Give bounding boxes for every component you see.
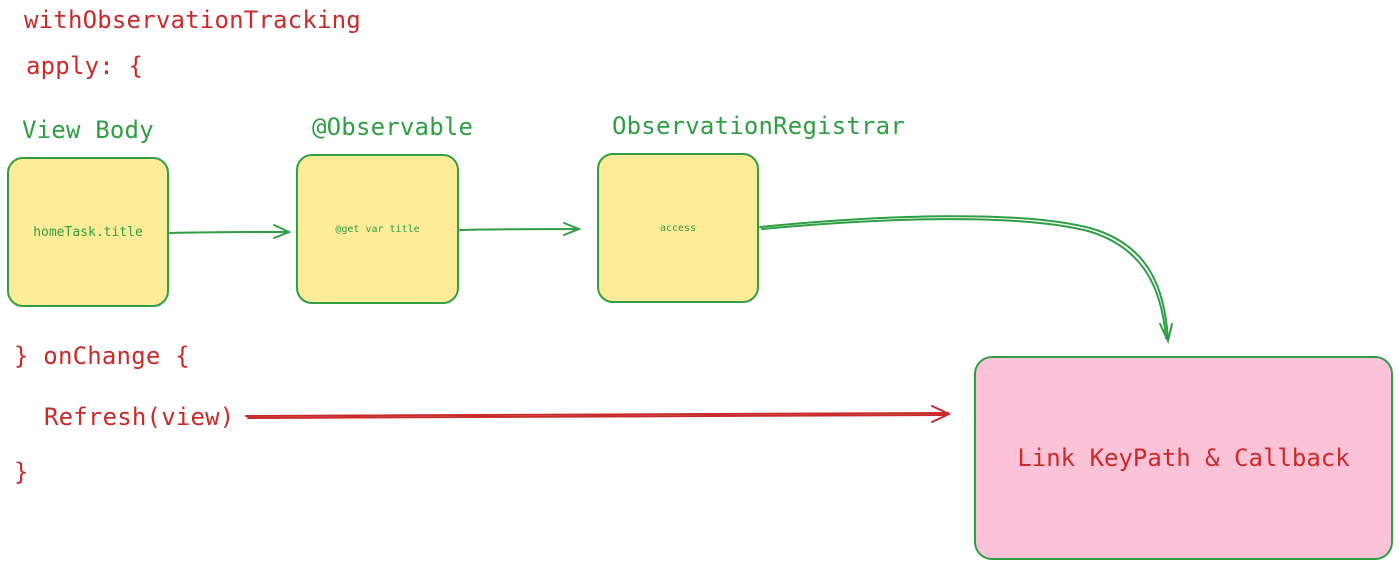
code-line-refresh-view: Refresh(view)	[44, 403, 235, 431]
observation-registrar-title: ObservationRegistrar	[612, 112, 905, 140]
code-line-on-change: } onChange {	[14, 342, 190, 370]
observable-box-label: @get var title	[335, 223, 420, 235]
observable-box: @get var title	[296, 154, 459, 304]
view-body-box: homeTask.title	[7, 157, 169, 307]
arrow-view-body-to-observable	[169, 224, 292, 239]
arrow-observable-to-registrar	[459, 222, 582, 236]
observation-registrar-box: access	[597, 153, 759, 303]
code-line-apply: apply: {	[26, 52, 144, 80]
arrow-registrar-to-link	[759, 215, 1173, 345]
view-body-title: View Body	[22, 116, 154, 144]
link-keypath-callback-box: Link KeyPath & Callback	[974, 356, 1393, 560]
observable-title: @Observable	[312, 113, 474, 141]
observation-registrar-box-label: access	[659, 222, 697, 234]
arrow-refresh-to-link	[245, 405, 952, 423]
link-keypath-callback-label: Link KeyPath & Callback	[1017, 444, 1350, 472]
code-line-closing-brace: }	[14, 458, 29, 486]
view-body-box-label: homeTask.title	[33, 224, 143, 240]
code-line-with-observation-tracking: withObservationTracking	[24, 6, 361, 34]
